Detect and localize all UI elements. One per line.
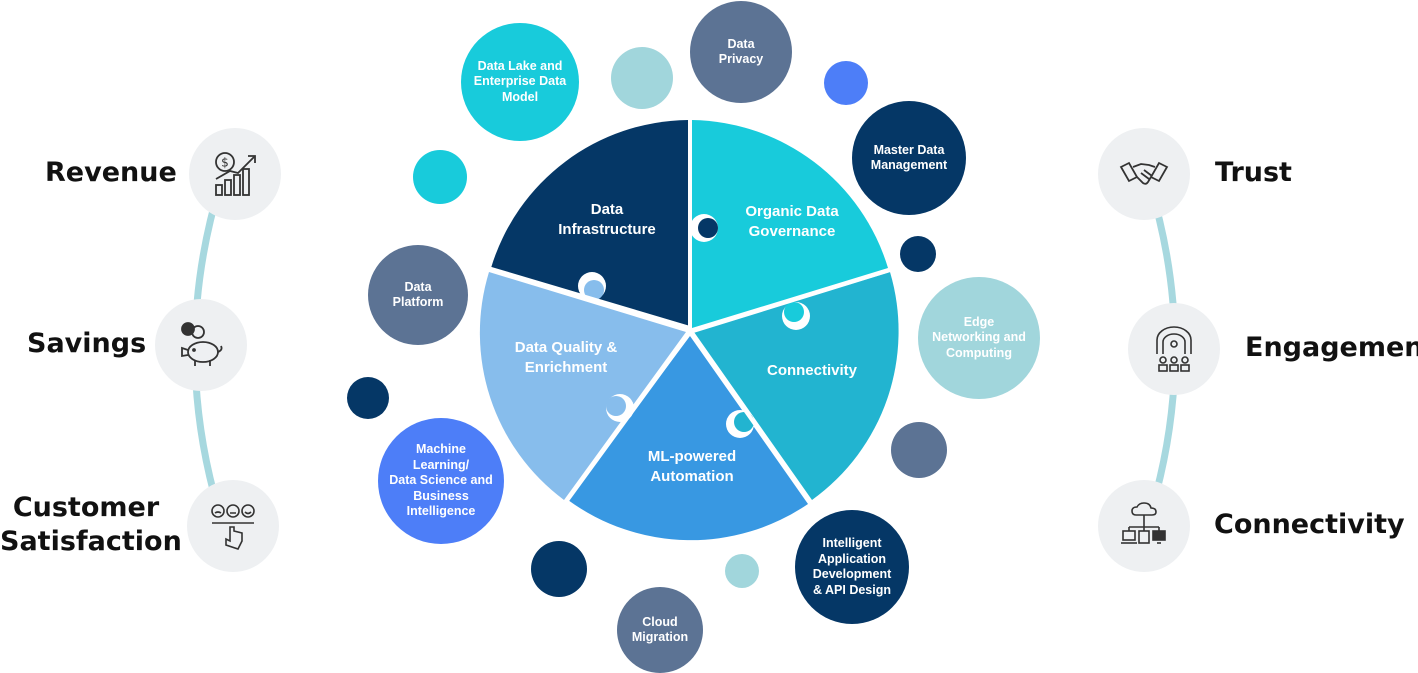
piggy-bank-icon — [181, 322, 223, 366]
customer-satisfaction-icon-circle — [187, 480, 279, 572]
revenue-label: Revenue — [45, 157, 177, 188]
network-devices-icon — [1121, 502, 1166, 544]
machine-learning-bubble: Machine Learning/ Data Science and Busin… — [378, 418, 504, 544]
master-data-management-bubble: Master Data Management — [852, 101, 966, 215]
puzzle-piece-data-infrastructure — [491, 120, 688, 328]
data-lake-bubble: Data Lake and Enterprise Data Model — [461, 23, 579, 141]
intelligent-application-bubble: Intelligent Application Development & AP… — [795, 510, 909, 624]
decor-dot — [900, 236, 936, 272]
organic-data-governance-label: Organic Data Governance — [745, 203, 839, 240]
cloud-migration-bubble: Cloud Migration — [617, 587, 703, 673]
decor-dot — [347, 377, 389, 419]
data-platform-bubble: Data Platform — [368, 245, 468, 345]
connectivity-piece-label: Connectivity — [766, 362, 857, 379]
revenue-icon-circle: $ — [189, 128, 281, 220]
edge-networking-bubble: Edge Networking and Computing — [918, 277, 1040, 399]
puzzle-piece-organic-data-governance — [692, 120, 888, 328]
revenue-growth-icon: $ — [215, 152, 256, 196]
svg-text:$: $ — [221, 156, 229, 170]
connectivity-outcome-label: Connectivity — [1214, 509, 1405, 540]
data-quality-enrichment-label: Data Quality & Enrichment — [514, 339, 618, 376]
decor-dot — [824, 61, 868, 105]
savings-icon-circle — [155, 299, 247, 391]
decor-dot — [725, 554, 759, 588]
feedback-rating-icon — [211, 504, 255, 550]
decor-dot — [611, 47, 673, 109]
puzzle-piece-connectivity — [694, 272, 899, 500]
trust-icon-circle — [1098, 128, 1190, 220]
engagement-label: Engagement — [1245, 332, 1418, 363]
puzzle-piece-ml-powered-automation — [568, 336, 808, 541]
trust-label: Trust — [1215, 157, 1292, 188]
savings-label: Savings — [27, 328, 147, 359]
decor-dot — [531, 541, 587, 597]
connectivity-outcome-icon-circle — [1098, 480, 1190, 572]
ml-powered-automation-label: ML-powered Automation — [647, 448, 737, 485]
decor-dot — [413, 150, 467, 204]
engagement-icon-circle — [1128, 303, 1220, 395]
audience-engagement-icon — [1156, 326, 1192, 372]
puzzle-wheel — [479, 118, 899, 541]
data-infrastructure-label: Data Infrastructure — [558, 201, 656, 238]
data-privacy-bubble: Data Privacy — [690, 1, 792, 103]
puzzle-piece-data-quality-enrichment — [479, 272, 686, 500]
decor-dot — [891, 422, 947, 478]
handshake-icon — [1119, 161, 1169, 185]
customer-satisfaction-label: Customer Satisfaction — [0, 492, 182, 557]
